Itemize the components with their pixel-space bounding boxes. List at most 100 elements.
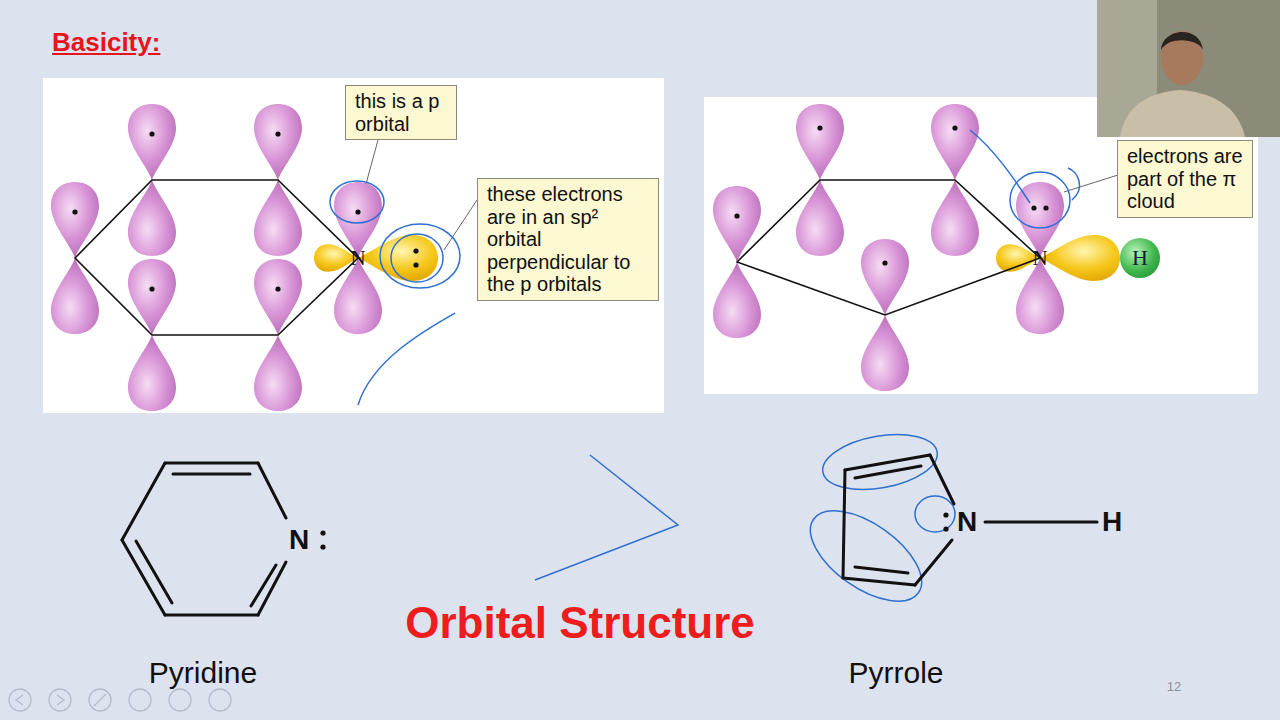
p-lobe <box>796 180 844 256</box>
annotation-circle <box>380 224 460 288</box>
electron-dot <box>1043 205 1048 210</box>
pyrrole-structure <box>843 455 1097 585</box>
p-orbitals <box>713 104 1064 391</box>
toolbar-button <box>169 689 191 711</box>
double-bond <box>251 565 276 606</box>
lone-pair-dot <box>320 530 325 535</box>
p-lobe <box>51 258 99 334</box>
double-bond <box>855 567 908 573</box>
callout-pointer <box>366 140 378 184</box>
p-lobe <box>128 335 176 411</box>
electron-dot <box>734 213 739 218</box>
p-lobe <box>931 180 979 256</box>
p-lobe <box>713 186 761 262</box>
p-lobe <box>931 104 979 180</box>
atom-symbol: H <box>1132 245 1148 271</box>
slide-number: 12 <box>1167 679 1181 694</box>
ring-bond <box>75 180 358 335</box>
sp2-lobe <box>1040 235 1120 281</box>
annotation-stroke <box>970 130 1030 203</box>
p-lobe <box>254 104 302 180</box>
p-lobe <box>128 180 176 256</box>
hand-annotations <box>330 130 1080 619</box>
p-lobe <box>861 315 909 391</box>
electron-dot <box>413 262 418 267</box>
slide-toolbar <box>9 689 231 711</box>
electron-dot <box>952 125 957 130</box>
atom-symbol: N <box>350 246 365 271</box>
p-lobe <box>254 180 302 256</box>
bond <box>985 521 1097 524</box>
atom-symbol: N <box>1032 246 1047 271</box>
compound-name: Pyrrole <box>848 656 943 690</box>
double-bond <box>136 541 172 603</box>
lone-pair-dot <box>943 526 948 531</box>
electron-dot <box>275 286 280 291</box>
compound-name: Pyridine <box>149 656 257 690</box>
callout-pointer <box>444 200 477 250</box>
p-lobe <box>51 182 99 258</box>
electron-dot <box>355 209 360 214</box>
atom-symbol: H <box>1102 506 1122 538</box>
toolbar-icon <box>57 695 64 705</box>
bond <box>165 462 258 465</box>
electron-dot <box>413 248 418 253</box>
p-orbitals <box>51 104 382 411</box>
toolbar-button <box>49 689 71 711</box>
slide-title: Basicity: <box>52 27 160 58</box>
illustration-panel <box>43 78 664 413</box>
toolbar-button <box>209 689 231 711</box>
illustration-panel <box>704 97 1258 394</box>
ring-bond <box>737 180 1040 315</box>
annotation-circle <box>915 496 955 532</box>
double-bond <box>855 466 921 478</box>
atom-symbol: N <box>289 524 309 556</box>
toolbar-icon <box>94 694 106 706</box>
callout-text: electrons are part of the π cloud <box>1127 145 1244 213</box>
p-lobe <box>128 259 176 335</box>
toolbar-button <box>129 689 151 711</box>
lone-pair-dot <box>320 544 325 549</box>
p-lobe <box>128 104 176 180</box>
atom-symbol: N <box>957 506 977 538</box>
p-lobe <box>861 239 909 315</box>
p-lobe <box>796 104 844 180</box>
toolbar-button <box>9 689 31 711</box>
electron-dot <box>882 260 887 265</box>
electron-dot <box>1031 205 1036 210</box>
callout-box: this is a p orbital <box>345 85 457 140</box>
pyridine-structure <box>122 463 286 615</box>
electron-dot <box>149 131 154 136</box>
webcam-hair <box>1161 32 1203 50</box>
electron-dot <box>72 209 77 214</box>
p-lobe <box>254 335 302 411</box>
annotation-circle <box>330 181 384 223</box>
bond <box>258 463 286 518</box>
annotation-stroke <box>358 313 455 405</box>
callout-text: this is a p orbital <box>355 90 448 135</box>
toolbar-button <box>89 689 111 711</box>
electron-dots <box>72 131 418 291</box>
webcam-shoulders <box>1120 90 1245 137</box>
annotation-circle <box>1010 172 1070 228</box>
double-bond <box>173 473 250 476</box>
bond <box>930 455 954 504</box>
p-lobe <box>254 259 302 335</box>
greater-than-sign <box>535 455 678 580</box>
webcam-face <box>1161 31 1203 85</box>
annotation-stroke <box>1068 168 1080 200</box>
bond <box>843 578 915 585</box>
callout-text: these electrons are in an sp² orbital pe… <box>487 183 650 296</box>
callout-box: these electrons are in an sp² orbital pe… <box>477 178 659 301</box>
webcam-inset <box>1097 0 1280 137</box>
bond <box>915 540 952 585</box>
hydrogen-atom: H <box>1120 238 1160 278</box>
lone-pair-dot <box>943 512 948 517</box>
electron-dot <box>275 131 280 136</box>
webcam-background <box>1097 0 1280 137</box>
annotation-circle <box>391 234 443 282</box>
toolbar-icon <box>16 695 23 705</box>
electron-dot <box>149 286 154 291</box>
annotation-circle <box>818 426 941 497</box>
bond <box>122 463 165 540</box>
